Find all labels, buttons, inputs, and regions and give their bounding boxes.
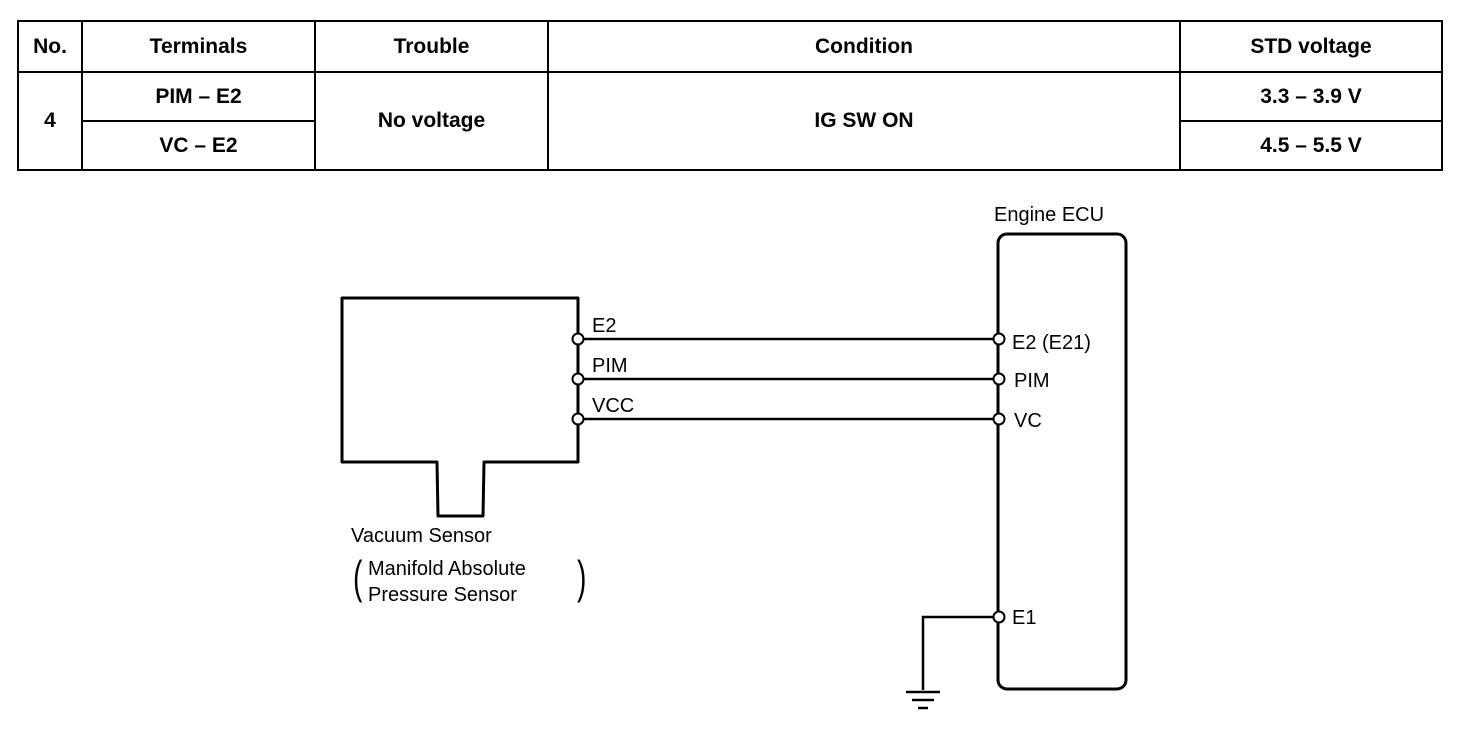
ecu-terminal-e2 xyxy=(992,332,1006,346)
specification-table: No. Terminals Trouble Condition STD volt… xyxy=(17,20,1443,171)
engine-ecu-body xyxy=(996,232,1128,691)
cell-no: 4 xyxy=(17,71,83,171)
ecu-terminal-label-e1: E1 xyxy=(1012,607,1036,629)
cell-terminals-1: PIM – E2 xyxy=(81,71,316,122)
header-trouble: Trouble xyxy=(314,20,549,73)
sensor-subtitle-line1: Manifold Absolute xyxy=(368,558,526,580)
right-parenthesis-glyph: ) xyxy=(577,551,587,603)
header-terminals: Terminals xyxy=(81,20,316,73)
wire-e1-ground xyxy=(921,615,994,690)
sensor-terminal-e2 xyxy=(571,332,585,346)
ecu-terminal-vc xyxy=(992,412,1006,426)
table-row: VC – E2 4.5 – 5.5 V xyxy=(18,120,1443,171)
header-std-voltage: STD voltage xyxy=(1179,20,1443,73)
sensor-terminal-label-pim: PIM xyxy=(592,355,628,377)
vacuum-sensor-body xyxy=(340,296,580,518)
sensor-terminal-vcc xyxy=(571,412,585,426)
sensor-terminal-label-vcc: VCC xyxy=(592,395,634,417)
cell-std-voltage-1: 3.3 – 3.9 V xyxy=(1179,71,1443,122)
ecu-terminal-e1 xyxy=(992,610,1006,624)
ecu-terminal-label-vc: VC xyxy=(1014,410,1042,432)
cell-terminals-2: VC – E2 xyxy=(81,120,316,171)
left-parenthesis-glyph: ( xyxy=(353,551,363,603)
ecu-terminal-pim xyxy=(992,372,1006,386)
table-header-row: No. Terminals Trouble Condition STD volt… xyxy=(17,20,1443,73)
sensor-subtitle-line2: Pressure Sensor xyxy=(368,584,517,606)
header-no: No. xyxy=(17,20,83,73)
sensor-name: Vacuum Sensor xyxy=(351,525,492,547)
ecu-terminal-label-pim: PIM xyxy=(1014,370,1050,392)
sensor-terminal-label-e2: E2 xyxy=(592,315,616,337)
sensor-terminal-pim xyxy=(571,372,585,386)
cell-trouble: No voltage xyxy=(314,71,549,171)
table-row: 4 PIM – E2 No voltage IG SW ON 3.3 – 3.9… xyxy=(17,71,1443,171)
ecu-terminal-label-e2: E2 (E21) xyxy=(1012,332,1091,354)
cell-std-voltage-2: 4.5 – 5.5 V xyxy=(1179,120,1443,171)
header-condition: Condition xyxy=(547,20,1181,73)
ecu-title: Engine ECU xyxy=(994,204,1104,226)
cell-condition: IG SW ON xyxy=(547,71,1181,171)
